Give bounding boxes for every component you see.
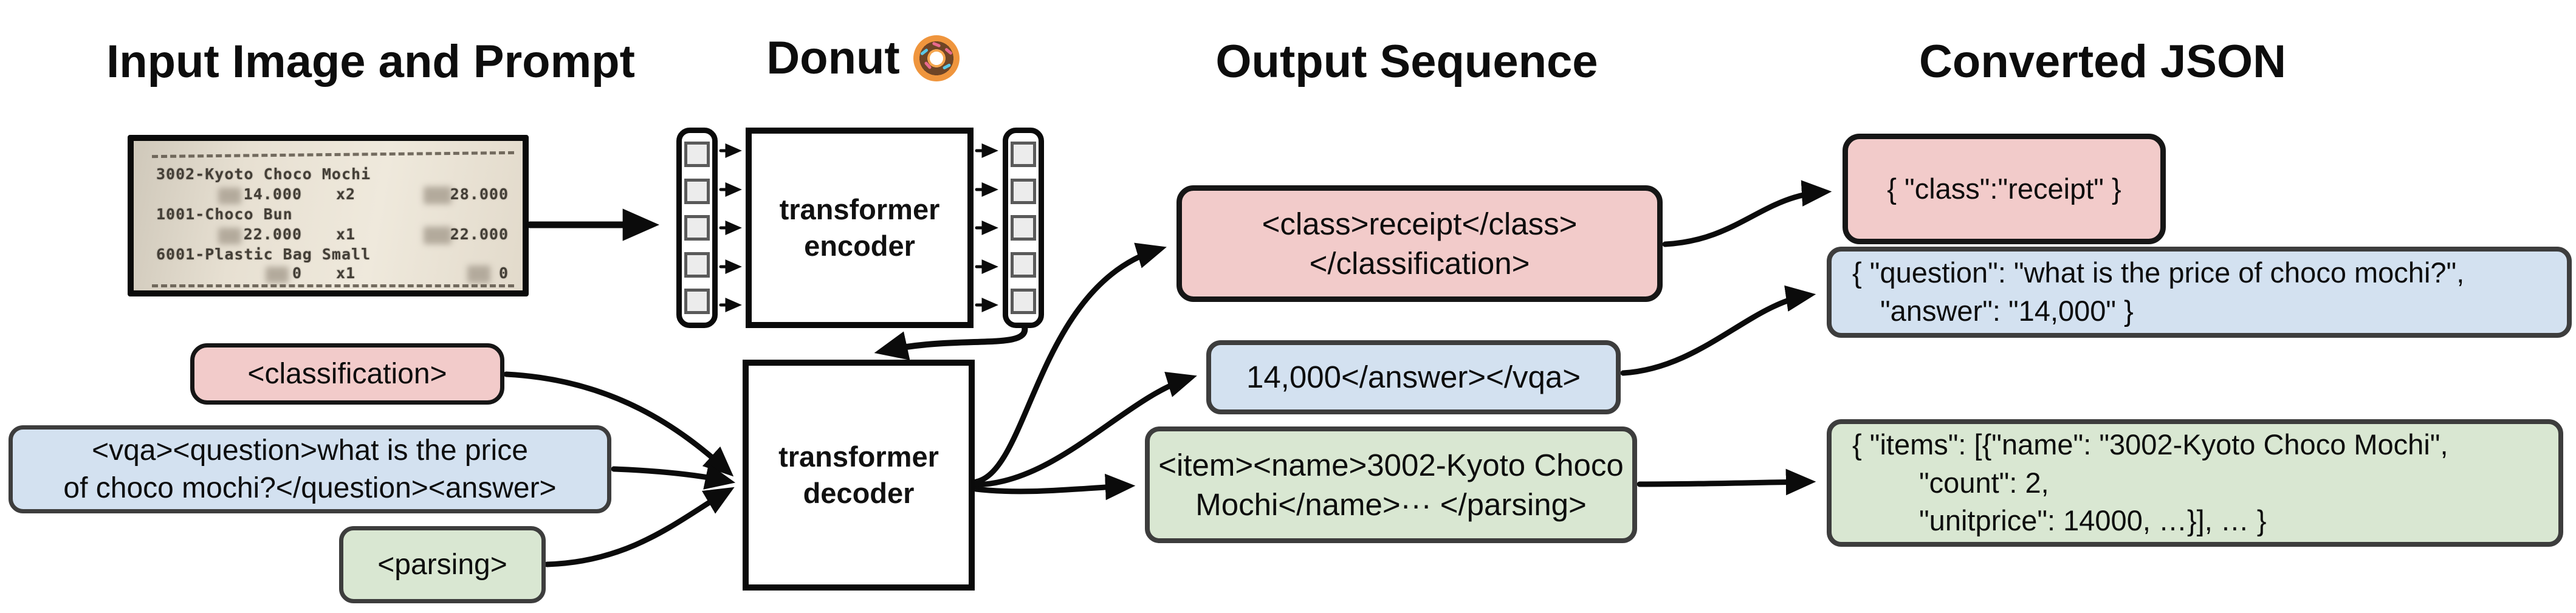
receipt-item-amounts: 14.000 x2 28.000 xyxy=(134,185,523,206)
receipt-unit-price: 0 xyxy=(292,264,302,282)
receipt-item-amounts: 0 x1 0 xyxy=(134,264,523,285)
patch-square xyxy=(1011,178,1036,204)
output-text: 14,000</answer></vqa> xyxy=(1246,360,1581,395)
transformer-encoder-block: transformer encoder xyxy=(746,128,974,328)
prompt-text: <vqa><question>what is the price xyxy=(92,434,528,467)
encoder-label-line: transformer xyxy=(779,193,940,225)
receipt-total: 28.000 xyxy=(450,185,509,203)
json-text: "unitprice": 14000, …}], … } xyxy=(1919,504,2267,537)
redaction-blur xyxy=(218,228,241,244)
redaction-blur xyxy=(218,188,241,204)
receipt-item-amounts: 22.000 x1 22.000 xyxy=(134,225,523,246)
prompt-vqa: <vqa><question>what is the price of choc… xyxy=(9,425,611,513)
receipt-item-name: 1001-Choco Bun xyxy=(156,205,293,223)
output-text: </classification> xyxy=(1309,246,1530,281)
heading-output-sequence: Output Sequence xyxy=(1215,36,1598,87)
json-text: { "question": "what is the price of choc… xyxy=(1852,256,2465,289)
encoder-label-line: encoder xyxy=(804,230,915,262)
json-text: { "class":"receipt" } xyxy=(1887,172,2121,205)
receipt-qty: x2 xyxy=(336,185,356,203)
receipt-input-image: 3002-Kyoto Choco Mochi 14.000 x2 28.000 … xyxy=(128,135,529,296)
prompt-text: <parsing> xyxy=(377,548,507,581)
patch-square xyxy=(1011,142,1036,167)
prompt-text: of choco mochi?</question><answer> xyxy=(63,471,557,504)
donut-emoji-icon xyxy=(913,35,960,81)
prompt-text: <classification> xyxy=(247,357,447,390)
receipt-unit-price: 14.000 xyxy=(243,185,302,203)
patch-square xyxy=(684,142,710,167)
receipt-item-name: 6001-Plastic Bag Small xyxy=(156,245,371,263)
decoder-label-line: transformer xyxy=(778,440,939,473)
prompt-parsing: <parsing> xyxy=(339,526,546,603)
patch-square xyxy=(684,289,710,314)
json-text: "answer": "14,000" } xyxy=(1880,295,2134,327)
output-text: <class>receipt</class> xyxy=(1262,206,1578,241)
redaction-blur xyxy=(424,187,452,204)
json-classification: { "class":"receipt" } xyxy=(1843,134,2166,244)
patch-square xyxy=(684,215,710,241)
heading-donut: Donut xyxy=(681,32,1045,84)
json-parsing: { "items": [{"name": "3002-Kyoto Choco M… xyxy=(1827,419,2563,547)
json-text: "count": 2, xyxy=(1919,466,2049,499)
json-text: { "items": [{"name": "3002-Kyoto Choco M… xyxy=(1852,428,2448,461)
redaction-blur xyxy=(424,227,452,244)
patch-square xyxy=(684,252,710,278)
receipt-total: 0 xyxy=(498,264,509,282)
receipt-qty: x1 xyxy=(336,225,356,243)
patch-square xyxy=(684,178,710,204)
patch-square xyxy=(1011,215,1036,241)
output-text: <item><name>3002-Kyoto Choco xyxy=(1158,447,1624,482)
heading-converted-json: Converted JSON xyxy=(1919,36,2286,87)
heading-donut-label: Donut xyxy=(766,32,900,84)
receipt-divider-bottom xyxy=(152,284,514,287)
receipt-total: 22.000 xyxy=(450,225,509,243)
redaction-blur xyxy=(266,267,289,283)
heading-input-image-and-prompt: Input Image and Prompt xyxy=(106,36,635,87)
patch-square xyxy=(1011,289,1036,314)
encoded-feature-embeddings xyxy=(1003,128,1044,328)
receipt-divider-top xyxy=(151,151,515,159)
decoder-label-line: decoder xyxy=(803,477,915,509)
transformer-decoder-block: transformer decoder xyxy=(743,360,975,591)
receipt-unit-price: 22.000 xyxy=(243,225,302,243)
output-text: Mochi</name>··· </parsing> xyxy=(1195,487,1587,522)
receipt-qty: x1 xyxy=(336,264,356,282)
redaction-blur xyxy=(467,265,490,283)
input-patch-embeddings xyxy=(676,128,718,328)
output-sequence-vqa: 14,000</answer></vqa> xyxy=(1206,340,1621,414)
output-sequence-parsing: <item><name>3002-Kyoto Choco Mochi</name… xyxy=(1145,426,1637,543)
output-sequence-classification: <class>receipt</class> </classification> xyxy=(1176,185,1663,302)
receipt-item-name: 3002-Kyoto Choco Mochi xyxy=(156,165,371,183)
patch-square xyxy=(1011,252,1036,278)
json-vqa: { "question": "what is the price of choc… xyxy=(1827,247,2572,338)
prompt-classification: <classification> xyxy=(190,343,504,405)
